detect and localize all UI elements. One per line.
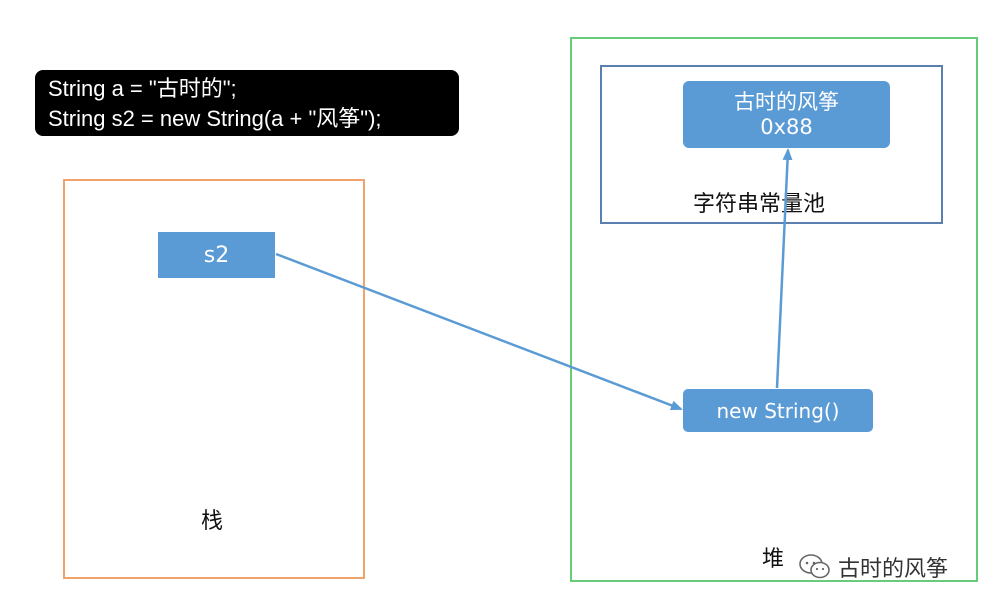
stack-variable-s2: s2 [158, 232, 275, 278]
watermark-text: 古时的风筝 [838, 557, 949, 582]
string-pool-label: 字符串常量池 [693, 192, 826, 217]
wechat-icon [799, 554, 830, 579]
string-pool-region [600, 65, 943, 224]
code-line-2: String s2 = new String(a + "风筝"); [48, 106, 382, 131]
pool-entry-value: 古时的风筝 [734, 89, 839, 114]
code-snippet: String a = "古时的"; String s2 = new String… [35, 70, 459, 136]
stack-region [63, 179, 365, 579]
heap-label: 堆 [762, 547, 785, 572]
heap-string-object: new String() [683, 389, 873, 432]
arrow-s2-to-heap-object [275, 252, 683, 411]
arrow-heap-object-to-pool-entry [775, 148, 793, 389]
stack-label: 栈 [201, 509, 224, 534]
pool-entry: 古时的风筝 0x88 [683, 81, 890, 148]
code-line-1: String a = "古时的"; [48, 76, 237, 101]
heap-region [570, 37, 978, 582]
pool-entry-address: 0x88 [760, 114, 813, 139]
watermark: 古时的风筝 [798, 551, 948, 583]
